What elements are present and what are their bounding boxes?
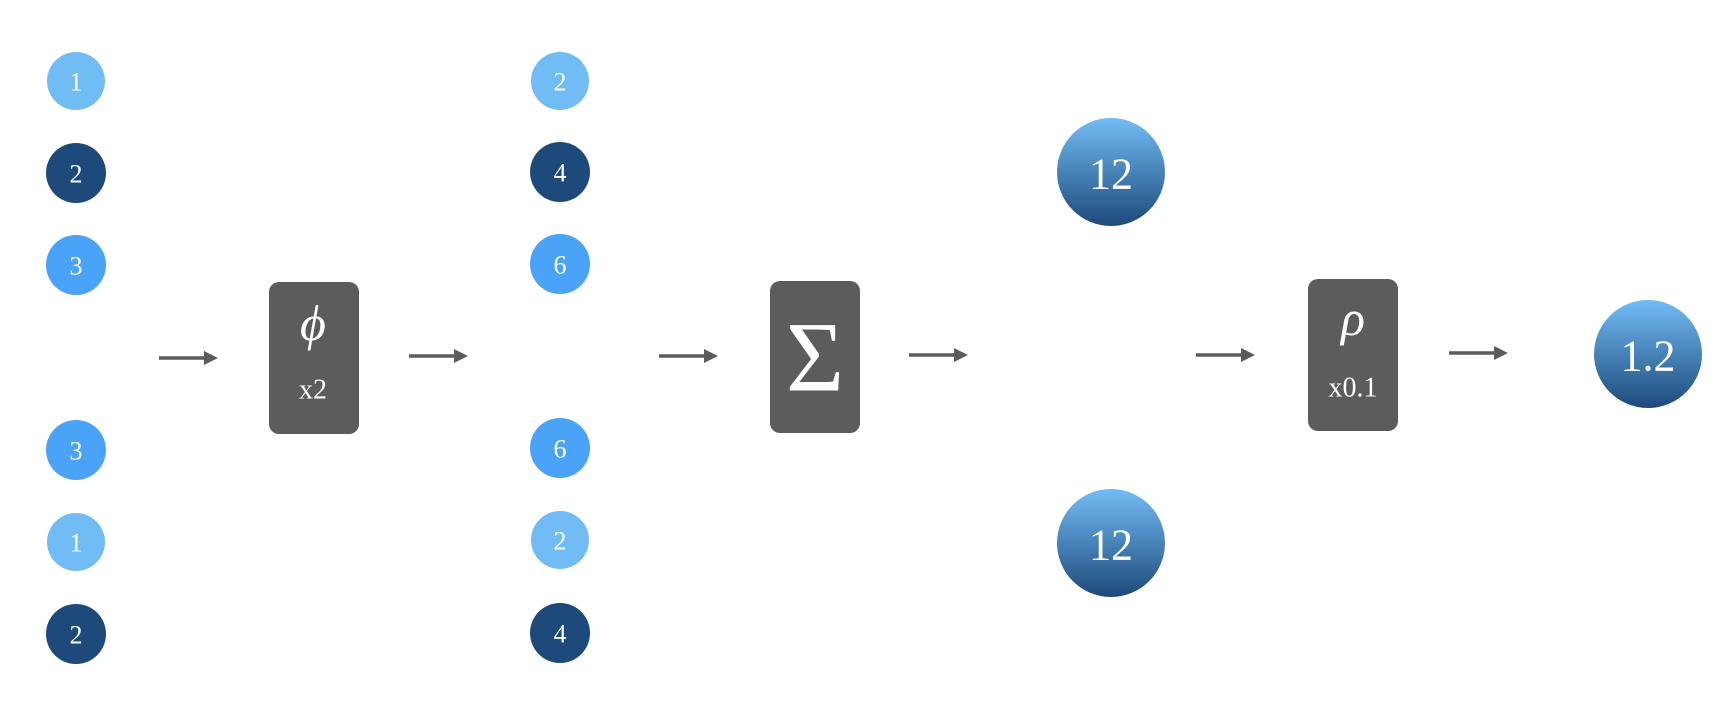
mapped-node-label: 6: [554, 435, 567, 464]
phi-box: ϕ x2: [269, 282, 359, 434]
input-node-label: 1: [70, 529, 83, 558]
mapped-node-label: 6: [554, 251, 567, 280]
mapped-node-circle: [530, 603, 590, 663]
mapped-set-a: 2 4 6: [530, 52, 590, 294]
rho-box: ρ x0.1: [1308, 279, 1398, 431]
mapped-node-circle: [530, 418, 590, 478]
input-node: 1: [47, 52, 105, 110]
rho-sublabel: x0.1: [1329, 373, 1378, 404]
input-node-label: 3: [70, 252, 83, 281]
arrow-icon: [409, 349, 468, 363]
input-node-circle: [46, 235, 106, 295]
mapped-node: 6: [530, 418, 590, 478]
sum-box: Σ: [770, 281, 860, 433]
input-node-label: 2: [70, 160, 83, 189]
sum-result-label: 12: [1089, 150, 1133, 199]
input-node-circle: [47, 52, 105, 110]
input-node-circle: [46, 604, 106, 664]
mapped-node: 6: [530, 234, 590, 294]
input-node: 2: [46, 604, 106, 664]
mapped-node: 2: [531, 511, 589, 569]
arrow-icon: [1449, 346, 1508, 360]
sum-symbol: Σ: [786, 302, 844, 413]
mapped-node: 4: [530, 603, 590, 663]
sum-result-node: 12: [1057, 118, 1165, 226]
input-node-circle: [46, 420, 106, 480]
arrow-icon: [159, 351, 218, 365]
mapped-node-label: 2: [554, 527, 567, 556]
mapped-node-circle: [531, 511, 589, 569]
input-node-label: 1: [70, 68, 83, 97]
arrow-icon: [1196, 348, 1255, 362]
rho-symbol: ρ: [1339, 290, 1365, 346]
sum-result-circle: [1057, 489, 1165, 597]
input-node-circle: [47, 513, 105, 571]
sum-result-label: 12: [1089, 521, 1133, 570]
output-circle: [1594, 300, 1702, 408]
phi-symbol: ϕ: [300, 295, 326, 351]
input-set-b: 3 1 2: [46, 420, 106, 664]
mapped-node-label: 4: [554, 620, 567, 649]
mapped-node-label: 2: [554, 68, 567, 97]
input-node: 1: [47, 513, 105, 571]
output-node: 1.2: [1594, 300, 1702, 408]
mapped-node-circle: [530, 234, 590, 294]
phi-sublabel: x2: [299, 375, 327, 406]
arrow-icon: [909, 348, 968, 362]
sum-result-circle: [1057, 118, 1165, 226]
input-node: 3: [46, 235, 106, 295]
mapped-node: 4: [530, 142, 590, 202]
phi-box-rect: [269, 282, 359, 434]
mapped-node-circle: [531, 52, 589, 110]
input-node-label: 2: [70, 621, 83, 650]
sum-result-node: 12: [1057, 489, 1165, 597]
input-node: 2: [46, 143, 106, 203]
arrow-icon: [659, 349, 718, 363]
input-node: 3: [46, 420, 106, 480]
output-label: 1.2: [1621, 332, 1676, 381]
input-node-circle: [46, 143, 106, 203]
mapped-node-label: 4: [554, 159, 567, 188]
input-set-a: 1 2 3: [46, 52, 106, 295]
rho-box-rect: [1308, 279, 1398, 431]
mapped-set-b: 6 2 4: [530, 418, 590, 663]
input-node-label: 3: [70, 437, 83, 466]
mapped-node: 2: [531, 52, 589, 110]
mapped-node-circle: [530, 142, 590, 202]
sum-box-rect: [770, 281, 860, 433]
